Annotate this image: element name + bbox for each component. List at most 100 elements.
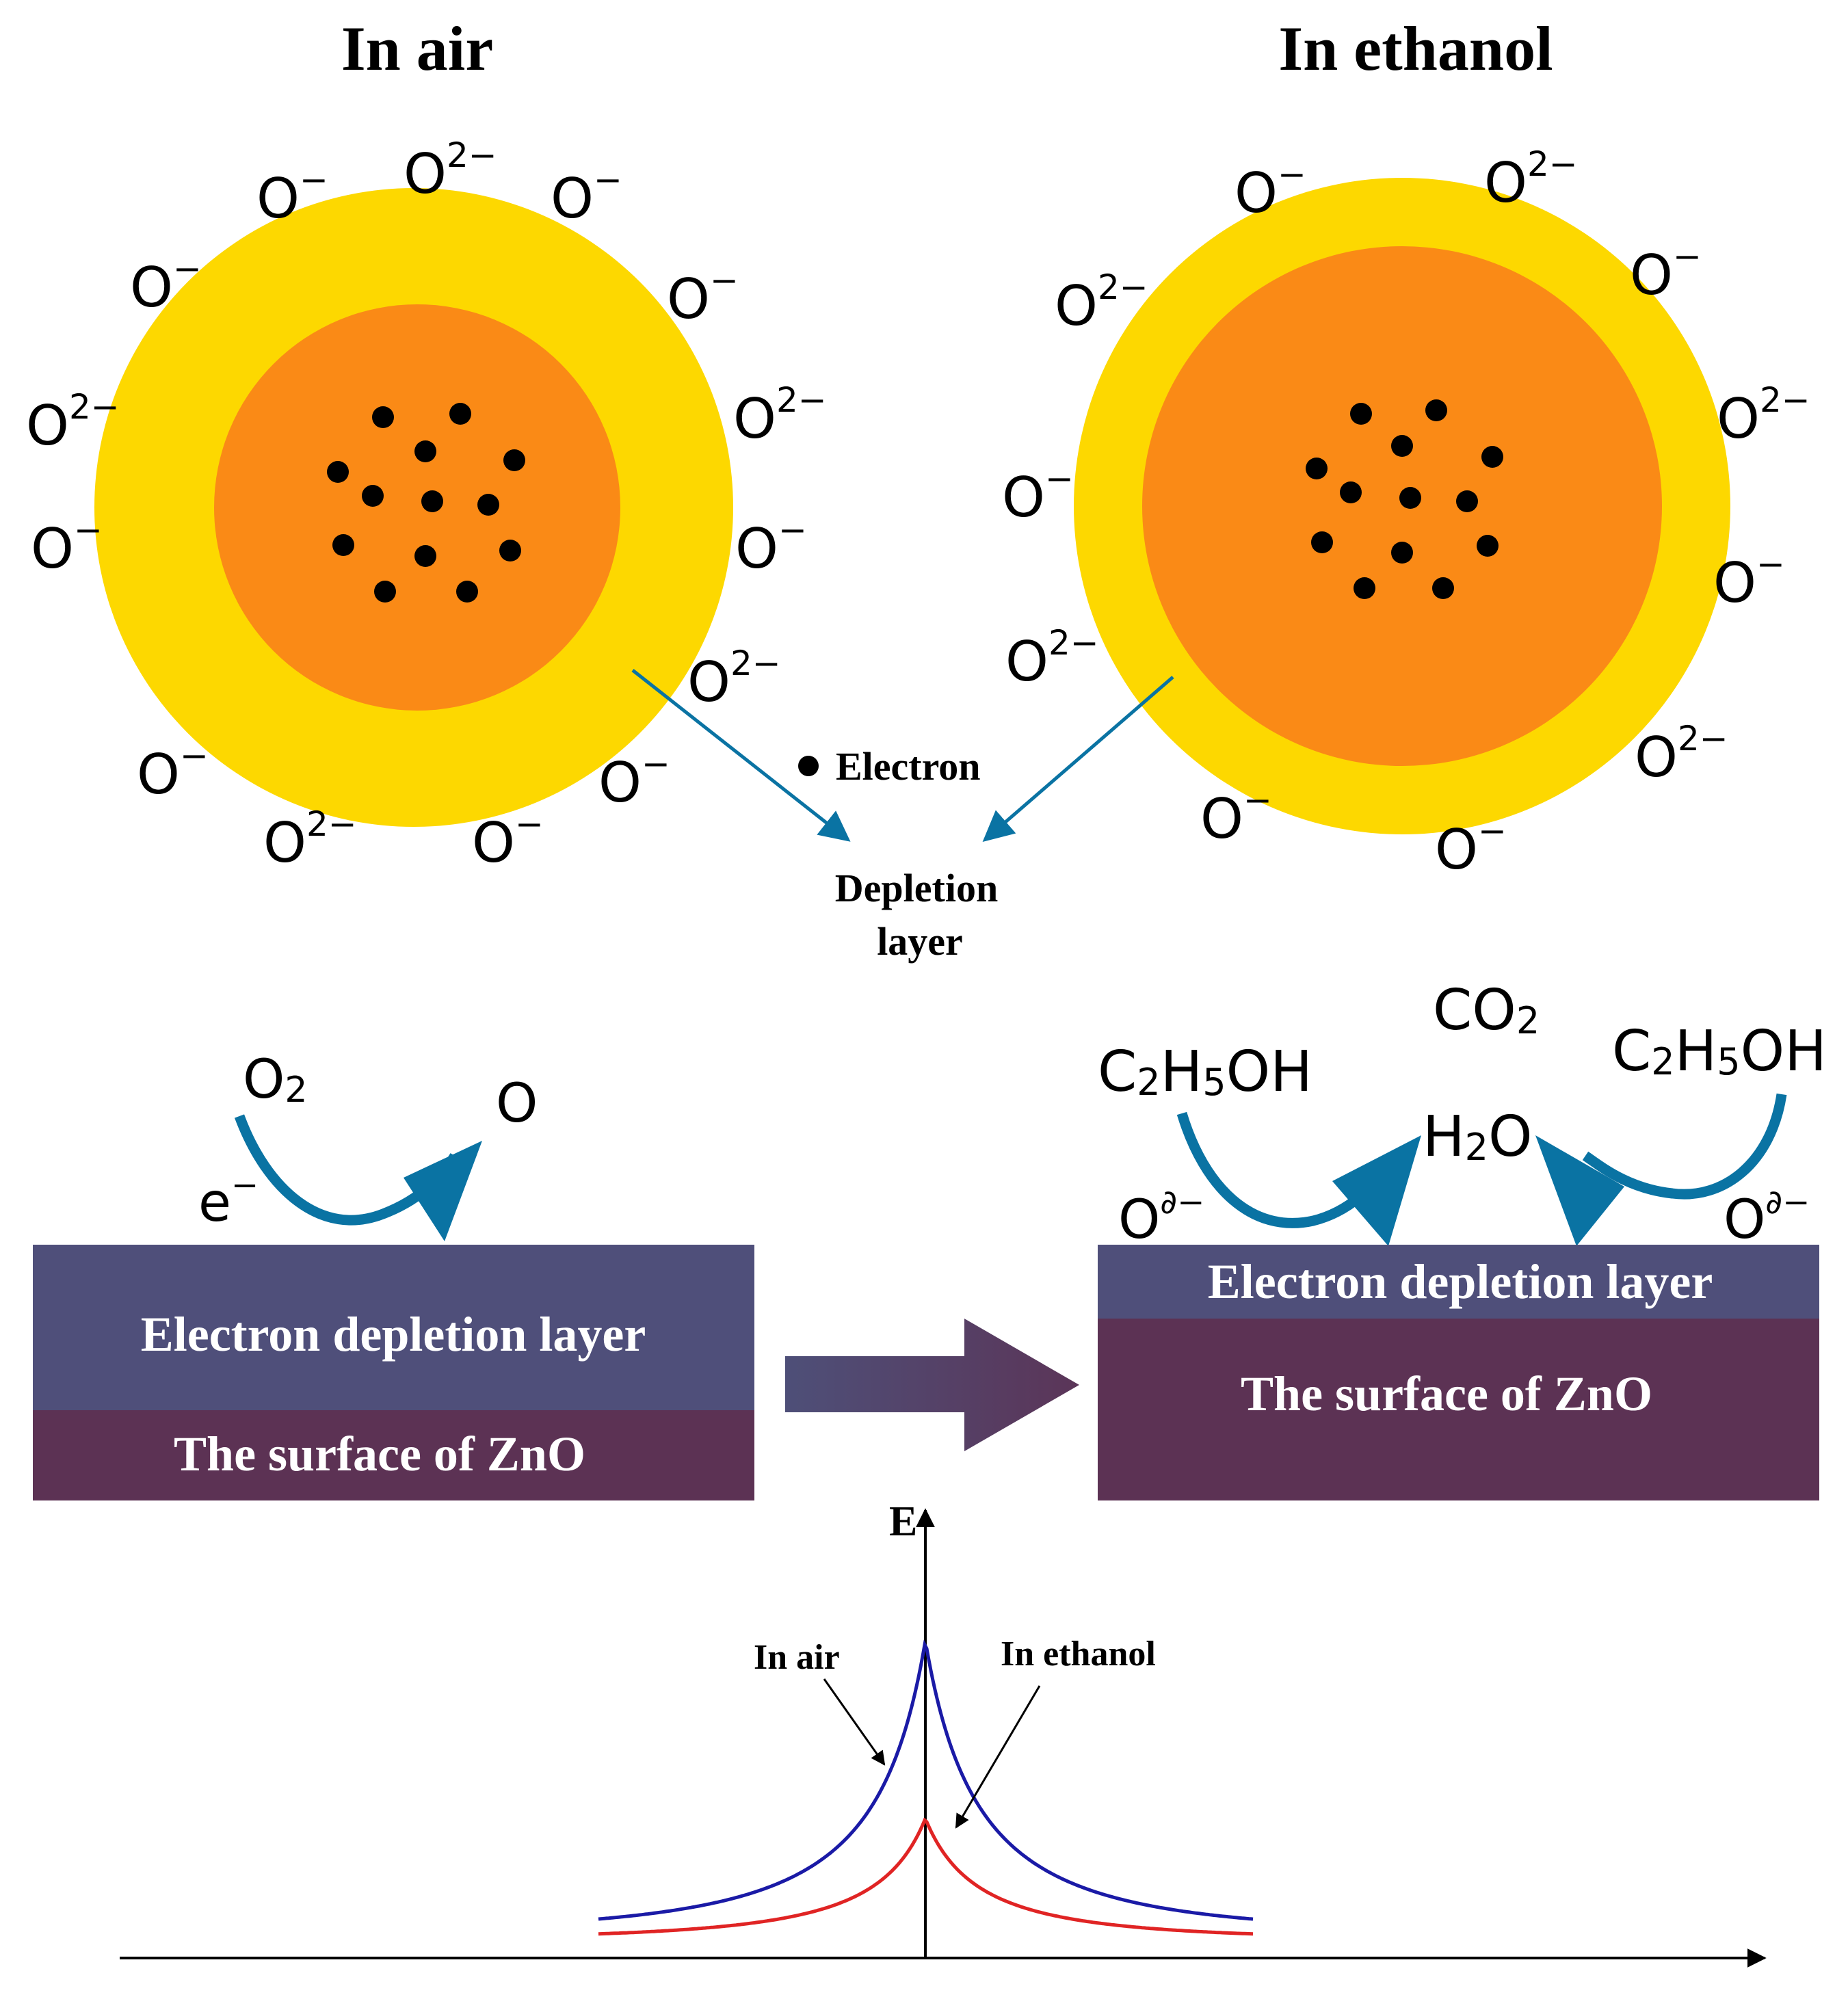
electron-dot [1391, 435, 1413, 457]
ethanol-right-arrowhead [1535, 1135, 1624, 1246]
zno-surface-ethanol-label: The surface of ZnO [1241, 1366, 1652, 1421]
depletion-label-line1: Depletion [835, 866, 998, 910]
electron-dot [1425, 399, 1447, 421]
depletion-label-line2: layer [877, 919, 963, 964]
zno-surface-air-label: The surface of ZnO [174, 1427, 585, 1481]
curve-label-ethanol: In ethanol [1001, 1635, 1156, 1674]
ethanol-right-arrow [1582, 1093, 1787, 1200]
co2-label: CO2 [1433, 978, 1540, 1043]
electron-dot [332, 534, 354, 556]
o-minus-ion: O− [1200, 780, 1272, 851]
depletion-pointer-left [631, 669, 851, 842]
ethanol-left-label: C2H5OH [1098, 1040, 1312, 1105]
electron-dot [1432, 577, 1454, 599]
electron-legend-dot [798, 756, 819, 776]
o-minus-ion: O− [256, 160, 328, 230]
o-minus-ion: O− [667, 261, 739, 331]
particle-in-ethanol [1074, 178, 1730, 834]
electron-dot [1456, 490, 1478, 512]
electron-dot [414, 545, 436, 567]
o2-minus-ion: O2− [1005, 623, 1099, 693]
electron-dot [477, 494, 499, 516]
reaction-labels: O2 O e− C2H5OH C2H5OH CO2 H2O O∂− O∂− [198, 978, 1827, 1251]
o-minus-ion: O− [1235, 155, 1306, 225]
reaction-arrows [234, 1093, 1787, 1246]
oxygen-ions: O−O2−O−O−O−O2−O2−O−O−O2−O−O−O2−O−O−O2−O2… [26, 135, 1810, 882]
electron-dot [1399, 487, 1421, 509]
electron-dot [1354, 577, 1375, 599]
electron-dot [421, 490, 443, 512]
o2-minus-ion: O2− [26, 387, 120, 458]
inner-core-ethanol [1142, 246, 1662, 766]
electron-dot [449, 403, 471, 425]
electron-dot [1340, 481, 1362, 503]
electron-dot [1481, 446, 1503, 468]
o2-minus-ion: O2− [687, 644, 781, 714]
electron-dot [503, 449, 525, 471]
electron-dots-air [327, 403, 525, 603]
o-minus-ion: O− [137, 736, 209, 806]
o2-minus-ion: O2− [1055, 267, 1148, 338]
o2-minus-ion: O2− [404, 135, 497, 206]
ethanol-left-arrowhead [1332, 1135, 1421, 1246]
ethanol-right-label: C2H5OH [1612, 1019, 1827, 1084]
electron-e-label: e− [198, 1166, 259, 1234]
o2-label: O2 [243, 1049, 308, 1111]
transition-arrow [785, 1319, 1079, 1451]
h2o-label: H2O [1423, 1105, 1533, 1169]
o2-minus-ion: O2− [1484, 144, 1578, 215]
electron-dot [1477, 535, 1499, 557]
o-minus-ion: O− [472, 804, 544, 875]
depletion-layer-air [33, 1245, 754, 1410]
electron-dot [374, 581, 396, 603]
particle-in-air [94, 188, 733, 827]
zno-surface-ethanol [1098, 1319, 1819, 1500]
depletion-layer-ethanol [1098, 1245, 1819, 1319]
electron-dot [414, 440, 436, 462]
partial-o-right: O∂− [1724, 1183, 1810, 1251]
zno-surface-air [33, 1410, 754, 1500]
electron-dot [499, 540, 521, 561]
energy-curve-air [598, 1639, 1254, 1921]
electron-dot [1306, 458, 1328, 479]
o-minus-ion: O− [1713, 544, 1785, 615]
o2-minus-ion: O2− [1635, 719, 1728, 789]
o-minus-ion: O− [598, 744, 670, 815]
block-in-air: Electron depletion layer The surface of … [33, 1245, 754, 1500]
electron-dot [327, 461, 349, 483]
o-product-label: O [496, 1073, 538, 1135]
pointer-ethanol-curve [955, 1685, 1041, 1829]
energy-curves [598, 1639, 1254, 1936]
depletion-layer-air-label: Electron depletion layer [141, 1307, 646, 1362]
title-in-ethanol: In ethanol [1278, 14, 1553, 83]
o-minus-ion: O− [130, 249, 202, 319]
o-minus-ion: O− [1630, 237, 1702, 307]
o-minus-ion: O− [1002, 459, 1074, 529]
o-minus-ion: O− [551, 160, 622, 230]
o-minus-ion: O− [735, 510, 807, 581]
block-in-ethanol: Electron depletion layer The surface of … [1098, 1245, 1819, 1500]
depletion-layer-ethanol-label: Electron depletion layer [1208, 1254, 1713, 1309]
electron-legend-label: Electron [836, 744, 981, 789]
electron-dot [1311, 531, 1333, 553]
energy-curve-ethanol [598, 1817, 1254, 1936]
partial-o-left: O∂− [1118, 1183, 1204, 1251]
electron-dot [1350, 403, 1372, 425]
oxygen-adsorption-arrowhead [404, 1141, 482, 1241]
curve-label-air: In air [754, 1638, 840, 1677]
o2-minus-ion: O2− [733, 380, 827, 451]
electron-dot [362, 485, 384, 507]
electron-dot [1391, 542, 1413, 564]
o-minus-ion: O− [31, 510, 103, 581]
depletion-pointer-right [982, 676, 1174, 842]
electron-dots-ethanol [1306, 399, 1503, 599]
o-minus-ion: O− [1435, 811, 1507, 882]
energy-axis-label: E [889, 1498, 917, 1545]
pointer-air-curve [823, 1678, 886, 1766]
electron-dot [456, 581, 478, 603]
inner-core-air [214, 304, 620, 711]
title-in-air: In air [341, 14, 493, 83]
electron-dot [372, 406, 394, 428]
o2-minus-ion: O2− [263, 804, 357, 875]
